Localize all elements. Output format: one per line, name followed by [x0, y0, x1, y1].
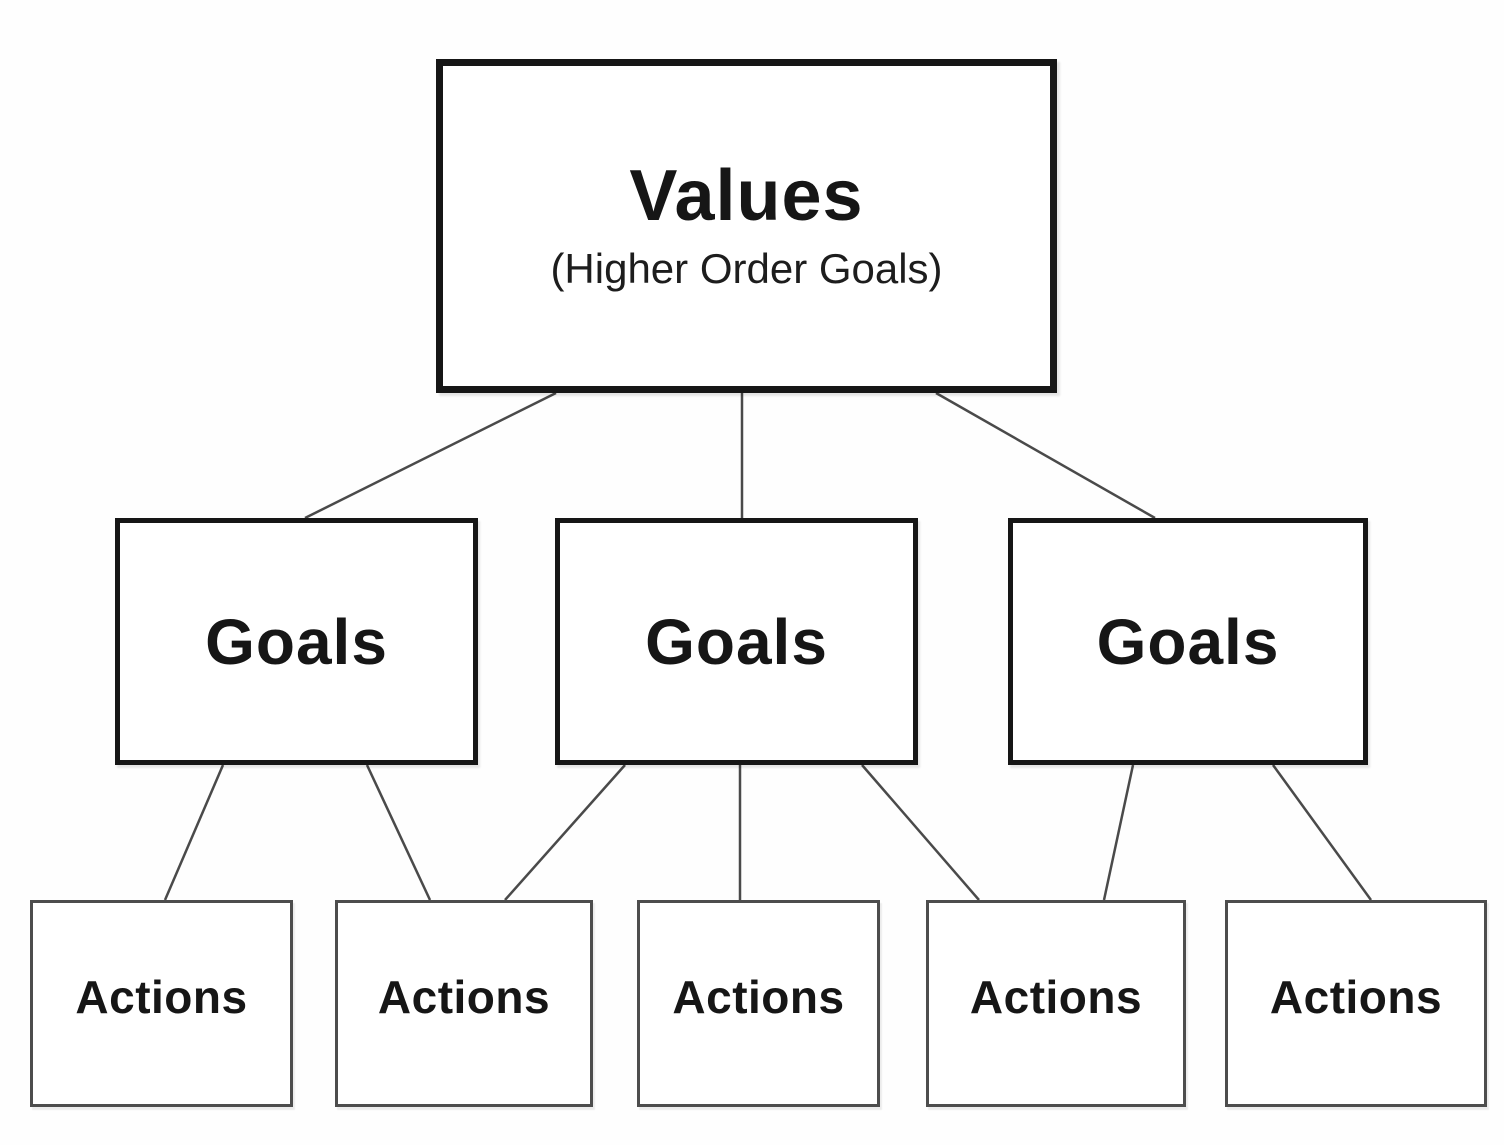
- actions-label-4: Actions: [969, 970, 1143, 1023]
- actions-label-5: Actions: [1269, 970, 1443, 1023]
- edge-goals2-actions2: [504, 764, 626, 901]
- actions-box-4: Actions: [926, 900, 1186, 1107]
- goals-box-3: Goals: [1008, 518, 1368, 765]
- goals-box-1: Goals: [115, 518, 478, 765]
- edge-goals3-actions4: [1102, 764, 1135, 901]
- values-label: Values: [629, 156, 864, 237]
- actions-box-3: Actions: [637, 900, 880, 1107]
- edge-goals3-actions5: [1271, 764, 1373, 901]
- goals-label-2: Goals: [645, 605, 828, 678]
- edge-goals1-actions2: [365, 764, 432, 901]
- actions-box-5: Actions: [1225, 900, 1487, 1107]
- goals-label-1: Goals: [205, 605, 388, 678]
- actions-label-2: Actions: [377, 970, 551, 1023]
- edge-values-goals-1: [304, 391, 557, 520]
- actions-box-2: Actions: [335, 900, 593, 1107]
- values-sublabel: (Higher Order Goals): [550, 244, 943, 292]
- goals-label-3: Goals: [1096, 605, 1280, 678]
- edge-values-goals-3: [935, 391, 1156, 520]
- goals-box-2: Goals: [555, 518, 918, 765]
- edge-goals1-actions1: [163, 764, 225, 901]
- actions-label-1: Actions: [75, 970, 248, 1023]
- actions-label-3: Actions: [672, 970, 845, 1023]
- actions-box-1: Actions: [30, 900, 293, 1107]
- edge-goals2-actions4: [861, 764, 980, 901]
- values-box: Values (Higher Order Goals): [436, 59, 1057, 393]
